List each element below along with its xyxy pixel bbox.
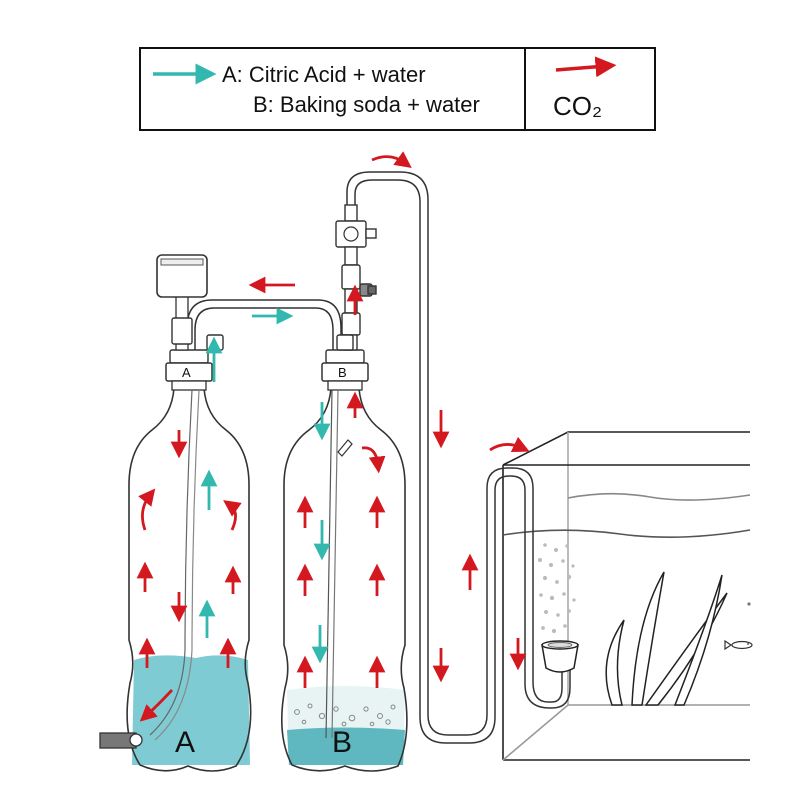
tube-a-to-b-inner — [194, 307, 334, 350]
co2-arrow-a-outlet — [139, 689, 174, 722]
bottle-b-liquid — [287, 727, 405, 765]
bottle-a-cap-label: A — [182, 365, 191, 380]
aquarium-plants — [605, 571, 728, 706]
bottle-a-body — [126, 387, 252, 772]
tank-water-surface — [502, 529, 751, 538]
bottle-b-tube-fitting — [336, 334, 354, 351]
co2-arrow-a-3 — [223, 500, 242, 531]
fish-icon — [724, 639, 753, 651]
tank-top-back-edge — [502, 431, 750, 466]
bottle-a: A A — [99, 254, 252, 772]
bubble-counter-icon — [335, 220, 377, 248]
needle-valve-icon — [359, 283, 377, 297]
pressure-gauge-icon — [156, 254, 208, 298]
bottle-b-label: B — [332, 726, 352, 759]
fitting-mid — [344, 246, 358, 266]
bottle-b-check-valve — [337, 439, 353, 457]
legend: A: Citric Acid + water B: Baking soda + … — [139, 47, 656, 131]
co2-arrow-tank-top — [489, 436, 530, 453]
co2-arrow-a-2 — [138, 488, 156, 531]
regulator-chain — [171, 204, 377, 351]
plant-leaf-2 — [631, 571, 665, 706]
bottle-b-cap-label: B — [338, 365, 347, 380]
bottle-b-cap-top — [325, 349, 365, 364]
bottle-a-neck-ring — [171, 380, 207, 391]
legend-line-a: A: Citric Acid + water — [222, 62, 426, 87]
legend-co2-label: CO₂ — [553, 91, 602, 121]
bottle-b-inner-tube-2 — [331, 389, 339, 739]
co2-arrow-b-valve — [361, 446, 386, 474]
fitting-top — [344, 204, 358, 222]
bottle-b-neck-ring — [327, 380, 363, 391]
co2-arrow-top — [371, 151, 412, 168]
legend-line-b: B: Baking soda + water — [253, 92, 480, 117]
bottle-a-inner-tube-2 — [154, 389, 200, 741]
bottle-a-cap-top — [169, 349, 209, 364]
check-valve-body — [341, 264, 361, 290]
diffuser-icon — [541, 640, 579, 673]
bottle-b-sediment-bubbles — [294, 703, 396, 727]
co2-tubing — [186, 171, 571, 744]
bottle-b-body — [280, 387, 408, 772]
tank-floor-back-edge — [502, 704, 750, 761]
tube-to-diffuser-inner — [354, 179, 571, 744]
tank-water-back-line — [567, 492, 751, 501]
acid-flow-arrows — [198, 307, 331, 664]
legend-co2-arrow — [555, 56, 617, 78]
plant-leaf-4 — [673, 574, 723, 706]
plant-leaf-1 — [605, 619, 625, 706]
fitting-base — [341, 312, 361, 336]
bottle-b: B B — [280, 349, 408, 772]
bottle-a-liquid — [132, 655, 250, 765]
gauge-fitting — [171, 317, 193, 345]
tube-to-diffuser-outer — [346, 171, 563, 736]
aquarium-tank — [502, 431, 751, 761]
co2-flow-arrows — [136, 151, 530, 722]
bottle-b-inner-tube — [325, 389, 333, 739]
fish-2-icon — [747, 602, 751, 606]
bottle-a-outlet-valve — [99, 732, 143, 749]
bottle-a-label: A — [175, 726, 195, 759]
legend-box — [139, 47, 656, 131]
bubble-column — [538, 543, 576, 634]
